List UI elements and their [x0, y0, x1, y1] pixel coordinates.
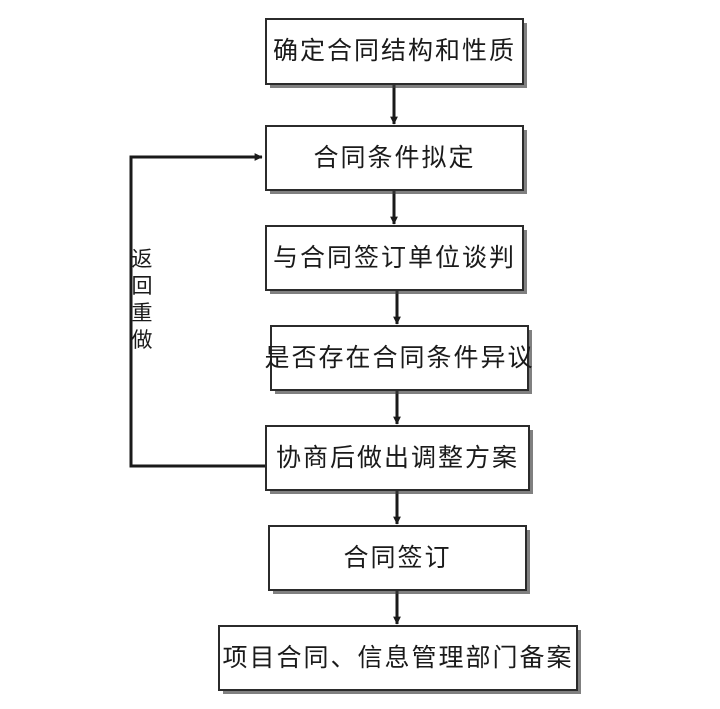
node-sign-contract[interactable]: 合同签订 [268, 525, 527, 591]
node-label: 确定合同结构和性质 [272, 38, 516, 65]
node-label: 合同签订 [343, 544, 452, 572]
node-label: 合同条件拟定 [313, 144, 476, 172]
feedback-loop-label: 返 回 重 做 [125, 235, 159, 365]
connector-feedback-loop [129, 153, 265, 468]
loop-label-char-4: 做 [131, 327, 153, 352]
node-file-with-info-management-dept[interactable]: 项目合同、信息管理部门备案 [218, 625, 578, 691]
loop-label-char-1: 返 [131, 247, 153, 272]
node-draft-contract-terms[interactable]: 合同条件拟定 [265, 125, 524, 191]
node-label: 是否存在合同条件异议 [264, 344, 535, 372]
node-check-contract-objections[interactable]: 是否存在合同条件异议 [265, 325, 533, 391]
node-label: 协商后做出调整方案 [275, 444, 519, 472]
node-adjustment-plan-after-negotiation[interactable]: 协商后做出调整方案 [265, 425, 530, 491]
loop-label-char-2: 回 [131, 274, 153, 299]
node-label: 与合同签订单位谈判 [272, 244, 516, 272]
loop-label-char-3: 重 [131, 301, 153, 325]
node-label: 项目合同、信息管理部门备案 [222, 644, 574, 672]
node-negotiate-with-signing-unit[interactable]: 与合同签订单位谈判 [265, 225, 524, 291]
node-confirm-contract-structure[interactable]: 确定合同结构和性质 [265, 18, 524, 85]
